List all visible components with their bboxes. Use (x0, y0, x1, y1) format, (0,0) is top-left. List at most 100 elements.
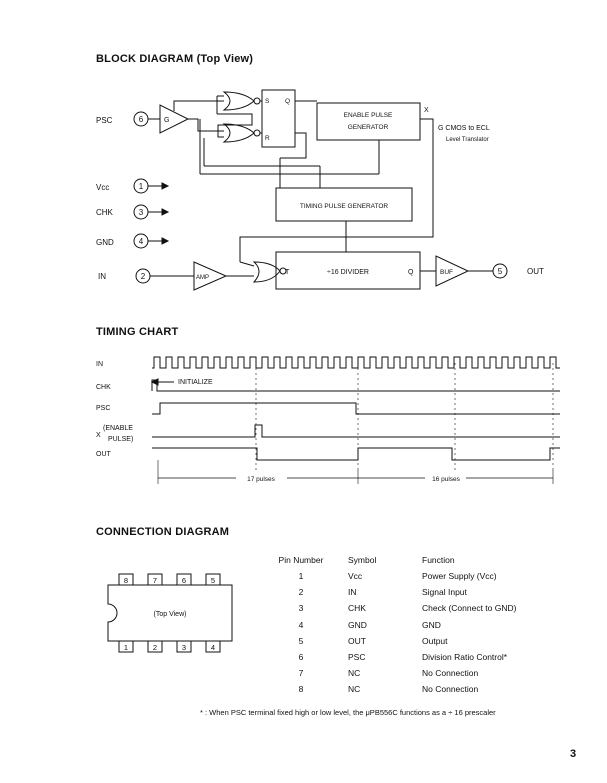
buf-triangle (435, 255, 470, 287)
page-number: 3 (570, 748, 577, 760)
row-pin: 3 (298, 603, 304, 614)
connection-diagram-heading: CONNECTION DIAGRAM (96, 526, 230, 538)
g-buffer (159, 104, 190, 134)
pin-6: 6 (182, 576, 186, 585)
psc-waveform (152, 402, 560, 415)
header-symbol: Symbol (348, 555, 377, 565)
in-clock-waveform (152, 356, 560, 369)
pin-table-header: Pin Number Symbol Function (270, 552, 530, 568)
row-pin: 6 (298, 652, 304, 663)
divider-input-gate (252, 261, 281, 283)
gnd-pin: 4 (139, 237, 144, 246)
row-pin: 5 (298, 635, 304, 646)
row-symbol: CHK (348, 603, 366, 614)
translator-line2: Level Translator (446, 137, 489, 143)
row-symbol: IN (348, 587, 357, 598)
divider-label: ÷16 DIVIDER (327, 269, 369, 276)
divider-q-label: Q (408, 269, 414, 276)
x-output-label: X (424, 107, 429, 114)
table-row: 1 Vcc Power Supply (Vcc) (270, 568, 530, 584)
row-pin: 7 (298, 668, 304, 679)
row-function: Check (Connect to GND) (422, 603, 517, 614)
in-label: IN (98, 272, 106, 281)
row-function: No Connection (422, 684, 479, 695)
pin-8: 8 (124, 576, 128, 585)
tc-x-label: X (96, 432, 101, 439)
ff-s-label: S (265, 98, 270, 105)
timing-gen-label: TIMING PULSE GENERATOR (300, 203, 389, 210)
chk-pin: 3 (139, 208, 144, 217)
tc-enable-line2: PULSE) (108, 436, 133, 443)
pin-table: Pin Number Symbol Function 1 Vcc Power Sup… (270, 552, 530, 698)
dip-body (107, 584, 233, 642)
psc-pin-number: 6 (139, 115, 144, 124)
row-pin: 1 (298, 571, 304, 582)
row-function: Output (422, 635, 448, 646)
amp-label: AMP (196, 275, 209, 281)
nor-gate-top (222, 91, 255, 111)
enable-gen-line1: ENABLE PULSE (344, 112, 393, 119)
pin-5: 5 (211, 576, 215, 585)
tc-psc-label: PSC (96, 405, 110, 412)
gnd-label: GND (96, 238, 114, 247)
divider-t-label: T (285, 269, 290, 276)
header-function: Function (422, 555, 455, 565)
row-symbol: Vcc (348, 571, 363, 582)
row-function: GND (422, 619, 441, 630)
chk-label: CHK (96, 208, 114, 217)
row-function: Power Supply (Vcc) (422, 571, 497, 582)
row-function: Signal Input (422, 587, 467, 598)
buf-label: BUF (440, 269, 453, 276)
ff-q-label: Q (285, 98, 290, 105)
ff-r-label: R (265, 135, 270, 142)
pin-4: 4 (211, 643, 215, 652)
vcc-label: Vcc (96, 183, 109, 192)
amp-triangle (193, 261, 228, 291)
header-pin-number: Pin Number (278, 555, 324, 565)
sr-flipflop (261, 89, 296, 148)
timing-pulse-generator (275, 187, 413, 222)
row-pin: 8 (298, 684, 304, 695)
enable-pulse-generator (316, 102, 421, 141)
psc-label: PSC (96, 116, 113, 125)
table-row: 5 OUT Output (270, 633, 530, 649)
pin-7: 7 (153, 576, 157, 585)
tc-chk-label: CHK (96, 384, 111, 391)
table-row: 3 CHK Check (Connect to GND) (270, 600, 530, 616)
pin-3: 3 (182, 643, 186, 652)
table-row: 6 PSC Division Ratio Control* (270, 649, 530, 665)
top-view-label: (Top View) (154, 611, 187, 618)
initialize-label: INITIALIZE (178, 379, 213, 386)
row-pin: 4 (298, 619, 304, 630)
enable-gen-line2: GENERATOR (348, 124, 389, 131)
tc-in-label: IN (96, 361, 103, 368)
timing-chart-heading: TIMING CHART (96, 326, 179, 338)
out-pin: 5 (498, 267, 503, 276)
pin-1: 1 (124, 643, 128, 652)
row-symbol: PSC (348, 652, 366, 663)
tc-out-label: OUT (96, 451, 112, 458)
nor-gate-bottom (222, 123, 255, 143)
row-function: Division Ratio Control* (422, 652, 508, 663)
g-buffer-label: G (164, 117, 169, 124)
out-label: OUT (527, 267, 544, 276)
translator-line1: G CMOS to ECL (438, 125, 490, 132)
tc-enable-line1: (ENABLE (103, 425, 133, 432)
row-symbol: OUT (348, 635, 366, 646)
pulses-17-label: 17 pulses (247, 476, 276, 483)
block-diagram-heading: BLOCK DIAGRAM (Top View) (96, 53, 254, 65)
pin-2: 2 (153, 643, 157, 652)
enable-pulse-waveform (152, 424, 560, 438)
out-waveform (152, 447, 560, 461)
vcc-pin: 1 (139, 182, 144, 191)
row-function: No Connection (422, 668, 479, 679)
footnote: * : When PSC terminal fixed high or low … (200, 708, 496, 717)
in-pin: 2 (141, 272, 146, 281)
